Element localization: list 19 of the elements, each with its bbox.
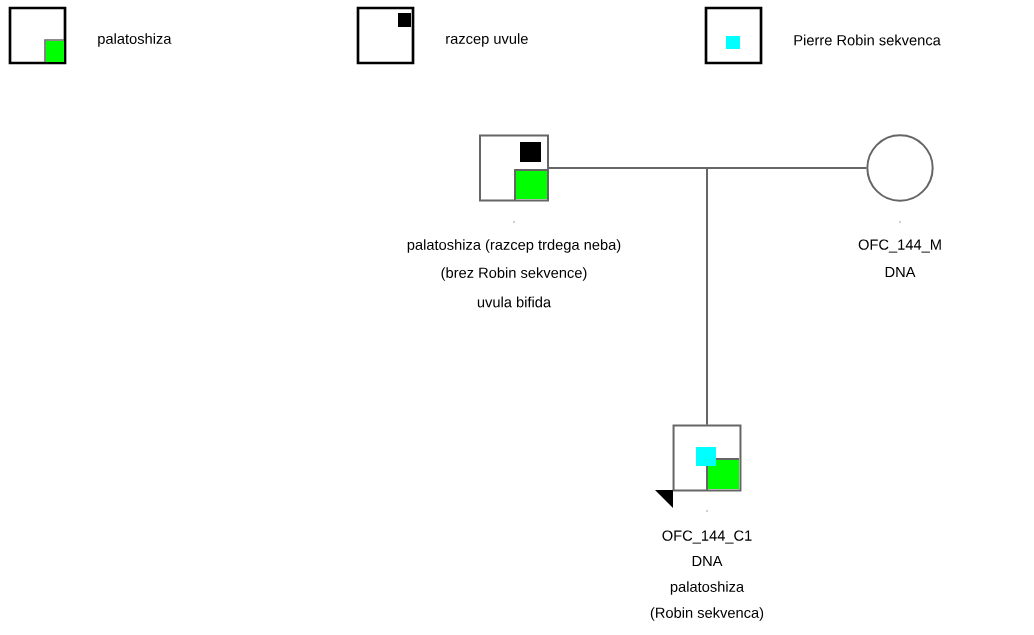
descent-line (706, 167, 868, 426)
legend-label: razcep uvule (446, 33, 528, 47)
dot-label: . (899, 221, 901, 223)
dot-label: . (513, 221, 515, 223)
person-label: OFC_144_M (858, 239, 941, 253)
legend-label: Pierre Robin sekvenca (794, 34, 941, 46)
male-square (672, 424, 742, 492)
legend-label: palatoshiza (98, 33, 172, 47)
person-label: OFC_144_C1 (662, 530, 752, 544)
person-label: (brez Robin sekvence) (441, 267, 587, 281)
person-label: palatoshiza (razcep trdega neba) (407, 239, 621, 253)
person-label: (Robin sekvenca) (650, 607, 764, 621)
person-label: palatoshiza (670, 581, 745, 595)
person-label: uvula bifida (477, 296, 552, 308)
female-circle (866, 134, 934, 202)
male-square (479, 134, 549, 202)
dot-label: . (706, 510, 708, 512)
person-label: DNA (885, 266, 916, 278)
person-label: DNA (692, 555, 723, 567)
